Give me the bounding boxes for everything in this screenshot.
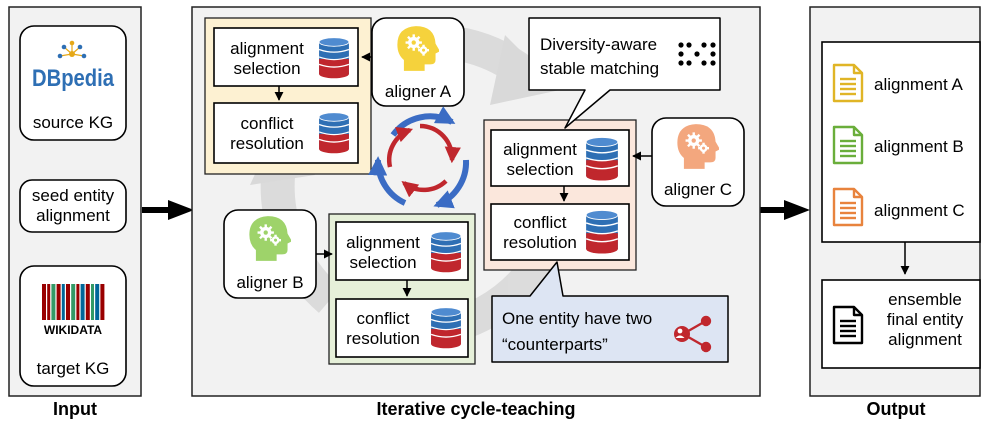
wikidata-bar (61, 284, 65, 320)
ensemble-line2: final entity (887, 310, 964, 329)
output-alignments-box: alignment A alignment B alignment C (821, 41, 981, 243)
ensemble-line1: ensemble (888, 290, 962, 309)
alignment-selection-box-a: alignment selection (213, 27, 359, 87)
aligner-c-group: alignment selection conflict resolution (483, 119, 637, 271)
resolution-line2-b: resolution (346, 329, 420, 348)
database-icon (318, 111, 350, 155)
alignment-c-label: alignment C (874, 201, 965, 220)
document-icon-a (832, 63, 864, 103)
wikidata-logo-text: WIKIDATA (44, 323, 103, 337)
aligner-a-label: aligner A (385, 82, 452, 101)
cycle-teaching-icon (368, 106, 470, 209)
wikidata-bar (76, 284, 80, 320)
aligner-b-card: aligner B (223, 209, 317, 299)
target-kg-label: target KG (37, 359, 110, 378)
wikidata-bar (51, 284, 56, 320)
callout-top-line1: Diversity-aware (540, 35, 657, 54)
conflict-resolution-box-a: conflict resolution (213, 102, 359, 164)
aligner-b-group: alignment selection conflict resolution (328, 213, 476, 365)
center-title: Iterative cycle-teaching (376, 399, 575, 419)
target-kg-card: WIKIDATA target KG (19, 265, 127, 387)
resolution-line2-c: resolution (503, 233, 577, 252)
alignment-b-label: alignment B (874, 137, 964, 156)
conflict-resolution-box-c: conflict resolution (490, 203, 630, 261)
wikidata-bar (71, 284, 76, 320)
callout-bottom-line1: One entity have two (502, 309, 652, 328)
selection-line1-c: alignment (503, 140, 577, 159)
wikidata-bar (66, 284, 70, 320)
database-icon (430, 306, 462, 350)
selection-line2-c: selection (506, 160, 573, 179)
seed-label-line2: alignment (36, 206, 110, 225)
aligner-a-card: aligner A (371, 17, 465, 107)
aligner-c-card: aligner C (651, 117, 745, 207)
database-icon (318, 36, 350, 80)
wikidata-bar (85, 284, 90, 320)
aligner-c-label: aligner C (664, 180, 732, 199)
selection-line1-a: alignment (230, 39, 304, 58)
entity-share-icon (674, 315, 712, 353)
final-document-icon (832, 305, 864, 345)
resolution-line1-b: conflict (357, 309, 410, 328)
wikidata-bar (100, 284, 105, 320)
aligner-a-group: alignment selection conflict resolution (204, 17, 372, 175)
alignment-a-label: alignment A (874, 75, 963, 94)
output-arrow (760, 200, 810, 220)
resolution-line1-c: conflict (514, 213, 567, 232)
alignment-selection-box-b: alignment selection (335, 221, 469, 281)
selection-line2-b: selection (349, 253, 416, 272)
input-arrow (142, 200, 194, 220)
stable-matching-callout: Diversity-aware stable matching (528, 17, 721, 129)
database-icon (585, 136, 619, 182)
wikidata-bar (47, 284, 51, 320)
resolution-line1-a: conflict (241, 114, 294, 133)
dbpedia-logo-text: DBpedia (32, 65, 115, 92)
source-kg-card: DBpedia source KG (19, 25, 127, 141)
database-icon (585, 209, 619, 255)
wikidata-bar (91, 284, 94, 320)
wikidata-bar (56, 284, 61, 320)
database-icon (430, 230, 462, 274)
alignment-selection-box-c: alignment selection (490, 129, 630, 187)
document-icon-c (832, 187, 864, 227)
input-title: Input (53, 399, 97, 419)
braille-dots-icon (678, 42, 716, 66)
wikidata-bar (95, 284, 100, 320)
wikidata-bar (80, 284, 85, 320)
conflict-resolution-box-b: conflict resolution (335, 298, 469, 358)
ensemble-line3: alignment (888, 330, 962, 349)
seed-alignment-card: seed entity alignment (19, 179, 127, 233)
dbpedia-logo-icon: DBpedia (32, 40, 115, 92)
counterparts-callout: One entity have two “counterparts” (491, 261, 729, 363)
output-title: Output (867, 399, 926, 419)
callout-bottom-line2: “counterparts” (502, 335, 608, 354)
seed-label-line1: seed entity (32, 186, 115, 205)
selection-line2-a: selection (233, 59, 300, 78)
aligner-b-label: aligner B (236, 273, 303, 292)
wikidata-logo-icon: WIKIDATA (42, 284, 105, 337)
wikidata-bar (42, 284, 46, 320)
selection-line1-b: alignment (346, 233, 420, 252)
document-icon-b (832, 125, 864, 165)
source-kg-label: source KG (33, 113, 113, 132)
ensemble-box: ensemble final entity alignment (821, 279, 981, 369)
callout-top-line2: stable matching (540, 59, 659, 78)
resolution-line2-a: resolution (230, 134, 304, 153)
